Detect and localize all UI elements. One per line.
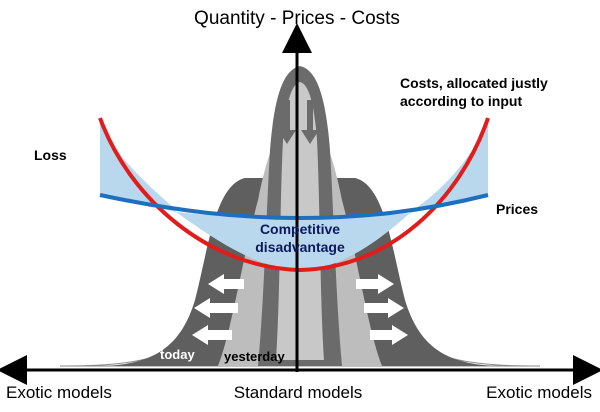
competitive-disadvantage-line2: disadvantage xyxy=(255,239,345,255)
costs-label-line2: according to input xyxy=(400,93,522,109)
costs-label-line1: Costs, allocated justly xyxy=(400,75,548,91)
y-axis-title: Quantity - Prices - Costs xyxy=(194,8,400,29)
outward-arrows xyxy=(192,274,408,345)
left-arrow-icon xyxy=(192,325,232,345)
x-label-exotic-left: Exotic models xyxy=(6,383,112,402)
today-label: today xyxy=(160,347,195,362)
x-label-standard: Standard models xyxy=(234,383,363,402)
right-arrow-icon xyxy=(356,274,394,294)
loss-label: Loss xyxy=(34,147,67,163)
prices-curve xyxy=(99,193,489,221)
downward-arrows xyxy=(278,100,319,144)
x-label-exotic-right: Exotic models xyxy=(486,383,592,402)
loss-area-right xyxy=(410,118,488,213)
competitive-disadvantage-area xyxy=(176,212,410,270)
loss-area-left xyxy=(100,118,176,212)
right-arrow-icon xyxy=(364,298,404,318)
down-arrow-icon xyxy=(301,100,319,144)
yesterday-label: yesterday xyxy=(224,349,285,364)
down-arrow-icon xyxy=(278,100,296,144)
competitive-disadvantage-line1: Competitive xyxy=(260,221,340,237)
left-arrow-icon xyxy=(194,298,238,318)
prices-label: Prices xyxy=(496,201,538,217)
right-arrow-icon xyxy=(370,325,408,345)
left-arrow-icon xyxy=(208,274,244,294)
costs-curve xyxy=(98,117,490,273)
